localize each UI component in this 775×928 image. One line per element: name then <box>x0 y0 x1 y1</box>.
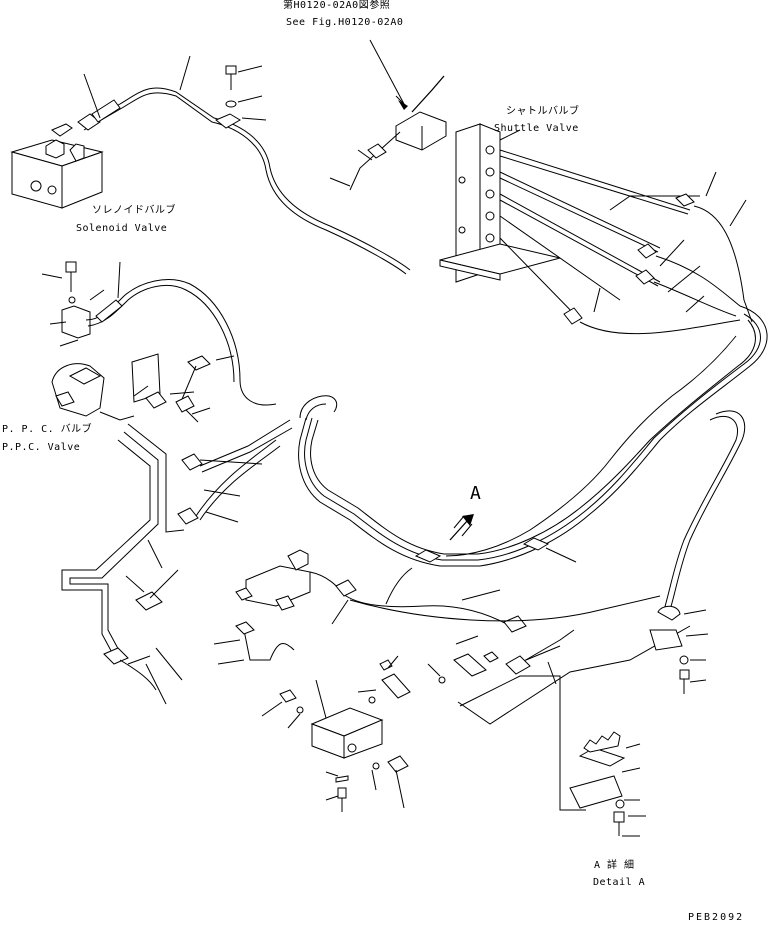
junction-block <box>261 635 499 812</box>
ppc-valve-label-jp: P. P. C. バルブ <box>2 424 93 435</box>
lower-right-hoses <box>349 567 691 725</box>
detail-a <box>459 675 646 837</box>
reference-label-jp: 第H0120-02A0図参照 <box>283 0 391 11</box>
view-arrow <box>449 514 474 541</box>
right-clamp-group <box>649 605 709 694</box>
ppc-valve <box>41 261 277 417</box>
detail-a-label-en: Detail A <box>593 877 646 888</box>
shuttle-valve-label-en: Shuttle Valve <box>494 123 579 134</box>
reference-fitting <box>329 39 447 191</box>
shuttle-valve <box>439 123 700 321</box>
upper-clamp-bolt <box>215 65 267 129</box>
solenoid-valve <box>10 123 104 209</box>
reference-label-en: See Fig.H0120-02A0 <box>286 17 404 28</box>
solenoid-hose <box>77 55 411 275</box>
solenoid-valve-label-en: Solenoid Valve <box>76 223 168 234</box>
solenoid-valve-label-jp: ソレノイドバルブ <box>92 205 176 216</box>
shuttle-hoses <box>563 171 753 335</box>
main-hose-bundle <box>298 305 768 611</box>
ppc-valve-label-en: P.P.C. Valve <box>2 442 81 453</box>
shuttle-valve-label-jp: シャトルバルブ <box>506 106 580 117</box>
detail-a-label-jp: A 詳 細 <box>594 860 635 871</box>
pressure-switch-assembly <box>213 549 527 665</box>
ppc-bracket-fittings <box>99 353 235 421</box>
drawing-number: PEB2092 <box>688 912 745 923</box>
view-arrow-label: A <box>470 483 482 504</box>
ppc-pipes <box>61 385 293 705</box>
